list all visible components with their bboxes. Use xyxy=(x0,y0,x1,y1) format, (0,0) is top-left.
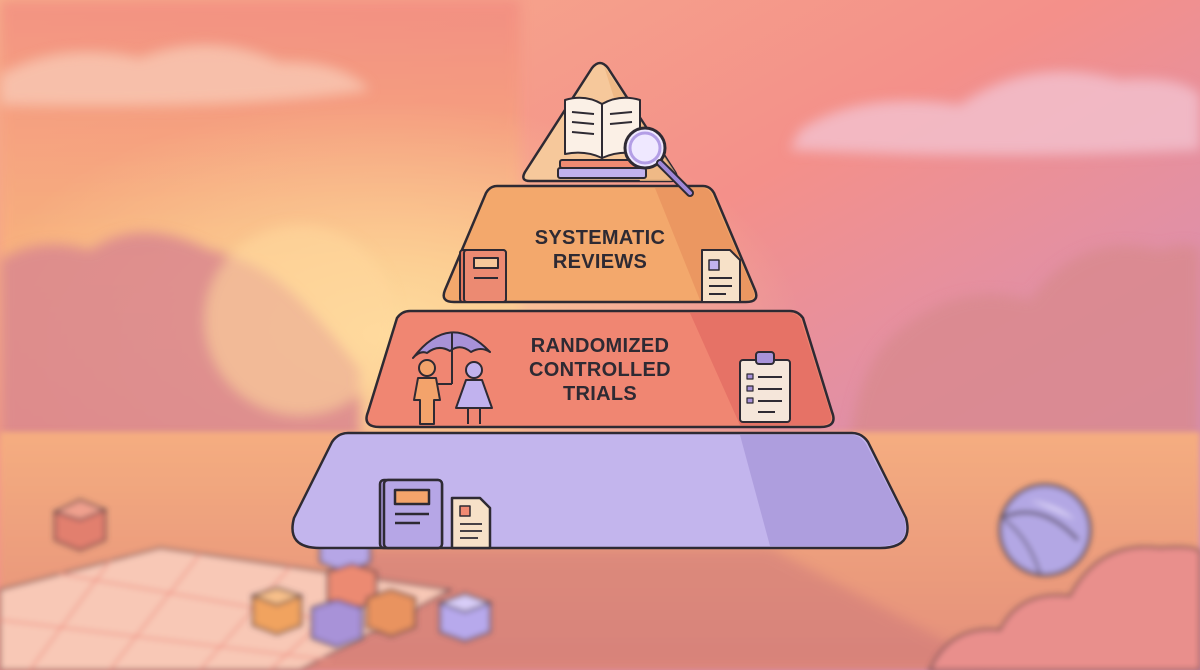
pyramid-tier-third xyxy=(365,309,835,429)
foreground-cloud xyxy=(928,546,1200,670)
tier-label-line: CONTROLLED xyxy=(529,359,671,381)
pyramid-tier-top xyxy=(522,61,694,197)
pyramid-tier-second xyxy=(442,184,758,304)
clipboard-icon xyxy=(739,351,791,423)
pyramid xyxy=(291,61,909,550)
magnifying-glass-icon xyxy=(623,126,694,197)
background-clouds xyxy=(0,44,1200,440)
tier-label-systematic-reviews: SYSTEMATIC REVIEWS xyxy=(500,226,700,274)
notebook-icon xyxy=(378,478,444,550)
beach-ball xyxy=(998,483,1092,577)
pyramid-tier-base xyxy=(291,431,909,550)
tier-label-line: RANDOMIZED xyxy=(530,335,670,357)
tier-label-line: SYSTEMATIC xyxy=(534,227,666,249)
tier-label-line: TRIALS xyxy=(562,383,638,405)
people-umbrella-icon xyxy=(412,331,493,425)
open-book-icon xyxy=(557,96,647,179)
tier-label-line: REVIEWS xyxy=(552,251,648,273)
document-icon-small xyxy=(701,249,741,303)
tier-label-randomized-controlled-trials: RANDOMIZED CONTROLLED TRIALS xyxy=(500,334,700,406)
notebook-icon-small xyxy=(459,249,507,303)
document-icon xyxy=(450,496,492,550)
